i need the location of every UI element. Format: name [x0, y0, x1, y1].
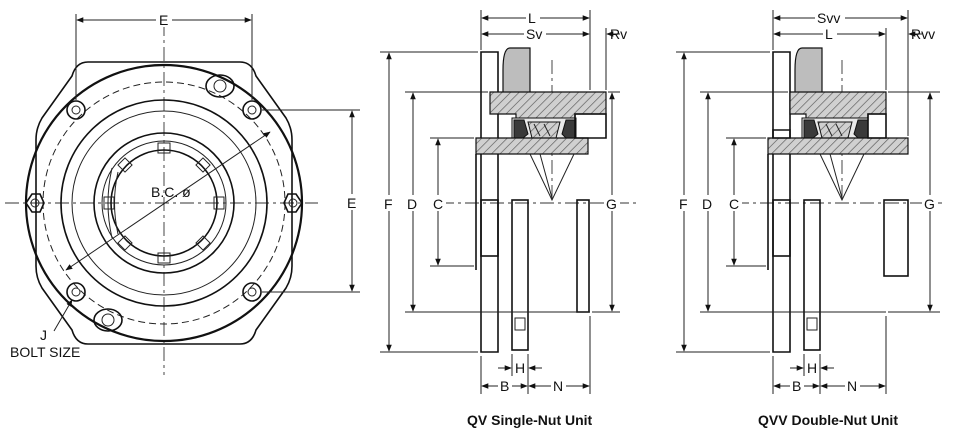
qv-dim-n: N [553, 378, 563, 394]
label-bg [431, 195, 446, 211]
qvv-side-view: Svv L Rvv F D C G H [676, 9, 942, 428]
qv-lower-flange [480, 199, 499, 257]
qv-dim-h: H [515, 360, 525, 376]
bc-diameter-line [65, 131, 271, 271]
label-bg [498, 377, 512, 393]
jack-screw-bosses [93, 74, 235, 332]
grease-fitting-right [283, 193, 303, 213]
label-bg [700, 195, 716, 211]
label-bg [524, 25, 546, 41]
label-bg [405, 195, 421, 211]
qv-dim-b: B [500, 378, 509, 394]
qvv-sleeve-section [767, 137, 909, 155]
qv-dim-f: F [384, 196, 393, 212]
qv-housing-section [489, 91, 607, 121]
label-bg [604, 195, 620, 211]
bolt-holes [66, 100, 262, 302]
qvv-housing-section [789, 91, 887, 121]
label-bg [156, 11, 172, 27]
qvv-dim-n: N [847, 378, 857, 394]
qvv-dim-d: D [702, 196, 712, 212]
label-bg [526, 9, 540, 25]
qv-dim-s: Sv [526, 26, 542, 42]
housing-body [35, 61, 293, 345]
grease-fitting-left [25, 193, 45, 213]
label-bg [382, 195, 396, 211]
qvv-bearing-section [801, 117, 869, 145]
qvv-dim-r: Rvv [911, 26, 935, 42]
label-bg [677, 195, 691, 211]
qvv-nut-right [867, 113, 887, 139]
qvv-taper-lines [819, 153, 865, 202]
qvv-dim-f: F [679, 196, 688, 212]
qv-setscrew [514, 317, 526, 331]
bolt-label-j: J [40, 327, 47, 343]
label-bg [727, 195, 742, 211]
bolt-leader [53, 299, 73, 332]
qv-taper-lines [529, 153, 575, 202]
qvv-taper-line-2 [829, 153, 843, 199]
qv-lower-nut [576, 199, 590, 313]
qvv-dim-s: Svv [817, 10, 840, 26]
front-view: B.C. ø E E J BOLT SIZE [5, 11, 360, 375]
bolt-label-size: BOLT SIZE [10, 344, 80, 360]
qv-dim-r: Rv [610, 26, 627, 42]
label-bg [823, 25, 837, 41]
qv-dim-c: C [433, 196, 443, 212]
qv-dim-d: D [407, 196, 417, 212]
qvv-dim-l: L [825, 26, 833, 42]
qvv-dim-g: G [924, 196, 935, 212]
dim-e-top: E [159, 12, 168, 28]
label-bg [815, 9, 845, 25]
dim-e-side: E [347, 195, 356, 211]
label-bg [922, 195, 938, 211]
qv-side-view: L Sv Rv F D C G H [380, 9, 640, 428]
qv-nut [574, 113, 607, 139]
qvv-nut-left [772, 129, 791, 139]
qvv-caption: QVV Double-Nut Unit [758, 412, 898, 428]
qvv-flange [772, 51, 791, 353]
qvv-dim-c: C [729, 196, 739, 212]
qv-taper-line-2 [539, 153, 553, 199]
qvv-lower-nut [883, 199, 909, 277]
qvv-dim-b: B [792, 378, 801, 394]
qvv-setscrew [806, 317, 818, 331]
bc-label: B.C. ø [151, 184, 191, 200]
qv-dim-g: G [606, 196, 617, 212]
qvv-lower-flange [772, 199, 791, 257]
qv-lower-hub [511, 199, 529, 351]
qv-caption: QV Single-Nut Unit [467, 412, 593, 428]
label-bg [845, 377, 860, 393]
bolt-circle [42, 81, 286, 325]
label-bg [790, 377, 804, 393]
qvv-dim-h: H [807, 360, 817, 376]
label-bg [344, 194, 360, 210]
qv-sleeve-section [475, 137, 589, 155]
qv-dim-l: L [528, 10, 536, 26]
label-bg [551, 377, 566, 393]
qvv-lower-hub [803, 199, 821, 351]
